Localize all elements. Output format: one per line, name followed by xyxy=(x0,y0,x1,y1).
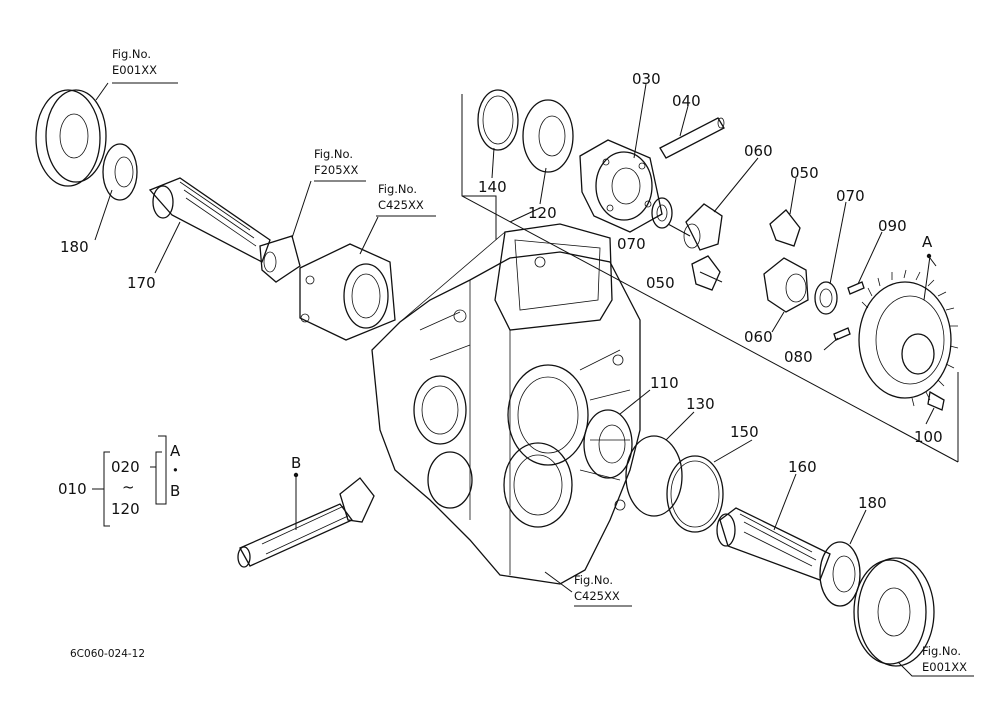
part-label-030: 030 xyxy=(632,70,661,88)
bearing-180-left xyxy=(102,143,138,201)
part-label-170: 170 xyxy=(127,274,156,292)
part-label-020: 020 xyxy=(111,458,140,476)
leader-lines xyxy=(94,82,974,677)
diff-case-030 xyxy=(579,139,663,233)
part-label-180-left: 180 xyxy=(60,238,89,256)
part-label-050-lower: 050 xyxy=(646,274,675,292)
assembly-key-dot: • xyxy=(172,463,179,477)
fig-ref-number-c425-cover: C425XX xyxy=(378,198,424,212)
shift-fork xyxy=(259,235,301,283)
assembly-key-marker-a: A xyxy=(170,442,181,460)
bevel-pinion-shaft xyxy=(237,477,375,568)
fig-ref-title-f205: Fig.No. xyxy=(314,147,353,161)
ring-gear xyxy=(858,269,959,407)
part-label-080: 080 xyxy=(784,348,813,366)
part-label-130: 130 xyxy=(686,395,715,413)
part-label-110: 110 xyxy=(650,374,679,392)
bearing-180-right xyxy=(819,541,861,607)
part-label-100: 100 xyxy=(914,428,943,446)
fig-ref-number-c425-case: C425XX xyxy=(574,589,620,603)
fig-ref-number-f205: F205XX xyxy=(314,163,358,177)
bearing-110 xyxy=(583,409,633,479)
part-label-040: 040 xyxy=(672,92,701,110)
pins-080-090 xyxy=(833,281,865,341)
part-label-050-upper: 050 xyxy=(790,164,819,182)
cover-housing xyxy=(299,243,396,341)
part-label-150: 150 xyxy=(730,423,759,441)
fig-ref-title-c425-case: Fig.No. xyxy=(574,573,613,587)
part-label-120-key: 120 xyxy=(111,500,140,518)
fig-ref-title-e001-bottom: Fig.No. xyxy=(922,644,961,658)
part-label-010: 010 xyxy=(58,480,87,498)
fig-ref-title-c425-cover: Fig.No. xyxy=(378,182,417,196)
side-gear-060-lower xyxy=(763,257,809,313)
snap-ring-140 xyxy=(477,89,519,151)
part-label-160: 160 xyxy=(788,458,817,476)
marker-b-dot xyxy=(293,472,299,478)
labels: Fig.No. E001XX Fig.No. F205XX Fig.No. C4… xyxy=(58,47,967,674)
marker-a-dot xyxy=(926,253,932,259)
assembly-bracket xyxy=(461,94,959,463)
part-label-120-upper: 120 xyxy=(528,204,557,222)
pinion-050-upper xyxy=(769,209,801,247)
diagram-code: 6C060-024-12 xyxy=(70,648,145,660)
assembly-key-tilde: ~ xyxy=(122,478,135,496)
bearing-cover-right xyxy=(853,557,935,667)
transmission-case xyxy=(371,223,641,585)
bearing-120-upper xyxy=(522,99,574,173)
washer-070-right xyxy=(814,281,838,315)
assembly-key xyxy=(92,435,167,527)
fig-ref-number-e001-bottom: E001XX xyxy=(922,660,967,674)
fig-ref-number-e001-top: E001XX xyxy=(112,63,157,77)
assembly-key-marker-b: B xyxy=(170,482,180,500)
part-label-070-left: 070 xyxy=(617,235,646,253)
snap-ring-150 xyxy=(666,455,724,533)
bolt-100 xyxy=(927,390,945,411)
part-label-090: 090 xyxy=(878,217,907,235)
fig-ref-title-e001-top: Fig.No. xyxy=(112,47,151,61)
part-label-060-lower: 060 xyxy=(744,328,773,346)
part-label-060-upper: 060 xyxy=(744,142,773,160)
washer-070-left xyxy=(651,197,673,229)
pinion-shaft-040 xyxy=(659,117,725,159)
bearing-cover-left xyxy=(35,89,107,187)
marker-a: A xyxy=(922,233,933,251)
part-label-070-right: 070 xyxy=(836,187,865,205)
marker-b: B xyxy=(291,454,301,472)
side-gear-060-upper xyxy=(683,203,723,251)
shaft-170 xyxy=(148,177,271,263)
pinion-050-lower xyxy=(691,255,721,291)
part-label-180-right: 180 xyxy=(858,494,887,512)
shaft-160 xyxy=(716,507,831,581)
shim-130 xyxy=(625,435,683,517)
part-label-140: 140 xyxy=(478,178,507,196)
